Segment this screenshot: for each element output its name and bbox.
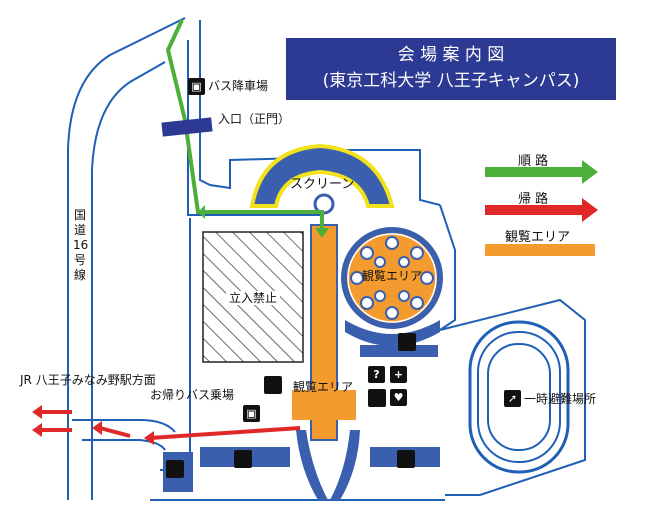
route-return	[32, 405, 301, 445]
national-road-label: 国道16号線	[73, 208, 89, 282]
title-box: 会 場 案 内 図 (東京工科大学 八王子キャンパス)	[286, 38, 616, 100]
legend-viewing-label: 観覧エリア	[505, 230, 571, 245]
return-bus-label: お帰りバス乗場	[150, 388, 235, 402]
first-aid-icon: +	[390, 366, 407, 383]
title-line1: 会 場 案 内 図	[397, 45, 505, 65]
bus-icon-return: ▣	[243, 405, 260, 422]
toilet-icon	[166, 460, 184, 478]
toilet-icon	[368, 389, 386, 407]
screen-label: スクリーン	[290, 177, 355, 192]
toilet-icon	[397, 450, 415, 468]
bus-stop-label: バス降車場	[208, 79, 269, 93]
toilet-icon	[234, 450, 252, 468]
evacuation-label: 一時避難場所	[524, 392, 597, 406]
aed-icon: ♥	[390, 389, 407, 406]
question-icon: ?	[368, 366, 385, 383]
toilet-icon	[398, 333, 416, 351]
viewing-area-lower-label: 観覧エリア	[293, 380, 354, 394]
legend-forward-label: 順 路	[518, 154, 549, 169]
viewing-area-upper-label: 観覧エリア	[362, 269, 423, 283]
entrance-label: 入口（正門）	[218, 112, 291, 126]
round-building	[341, 227, 443, 346]
restricted-label: 立入禁止	[226, 291, 281, 305]
entrance-gate	[161, 117, 213, 137]
jr-direction-label: JR 八王子みなみ野駅方面	[20, 373, 156, 387]
viewing-plaza	[292, 390, 356, 420]
screen-building	[249, 143, 395, 215]
running-person-icon: ➚	[504, 390, 521, 407]
bus-icon: ▣	[188, 78, 205, 95]
toilet-icon	[264, 376, 282, 394]
lower-fork	[296, 430, 360, 500]
legend-return-label: 帰 路	[518, 192, 549, 207]
title-line2: (東京工科大学 八王子キャンパス)	[322, 71, 580, 91]
legend-arrows	[485, 160, 598, 256]
route-forward	[165, 19, 329, 238]
